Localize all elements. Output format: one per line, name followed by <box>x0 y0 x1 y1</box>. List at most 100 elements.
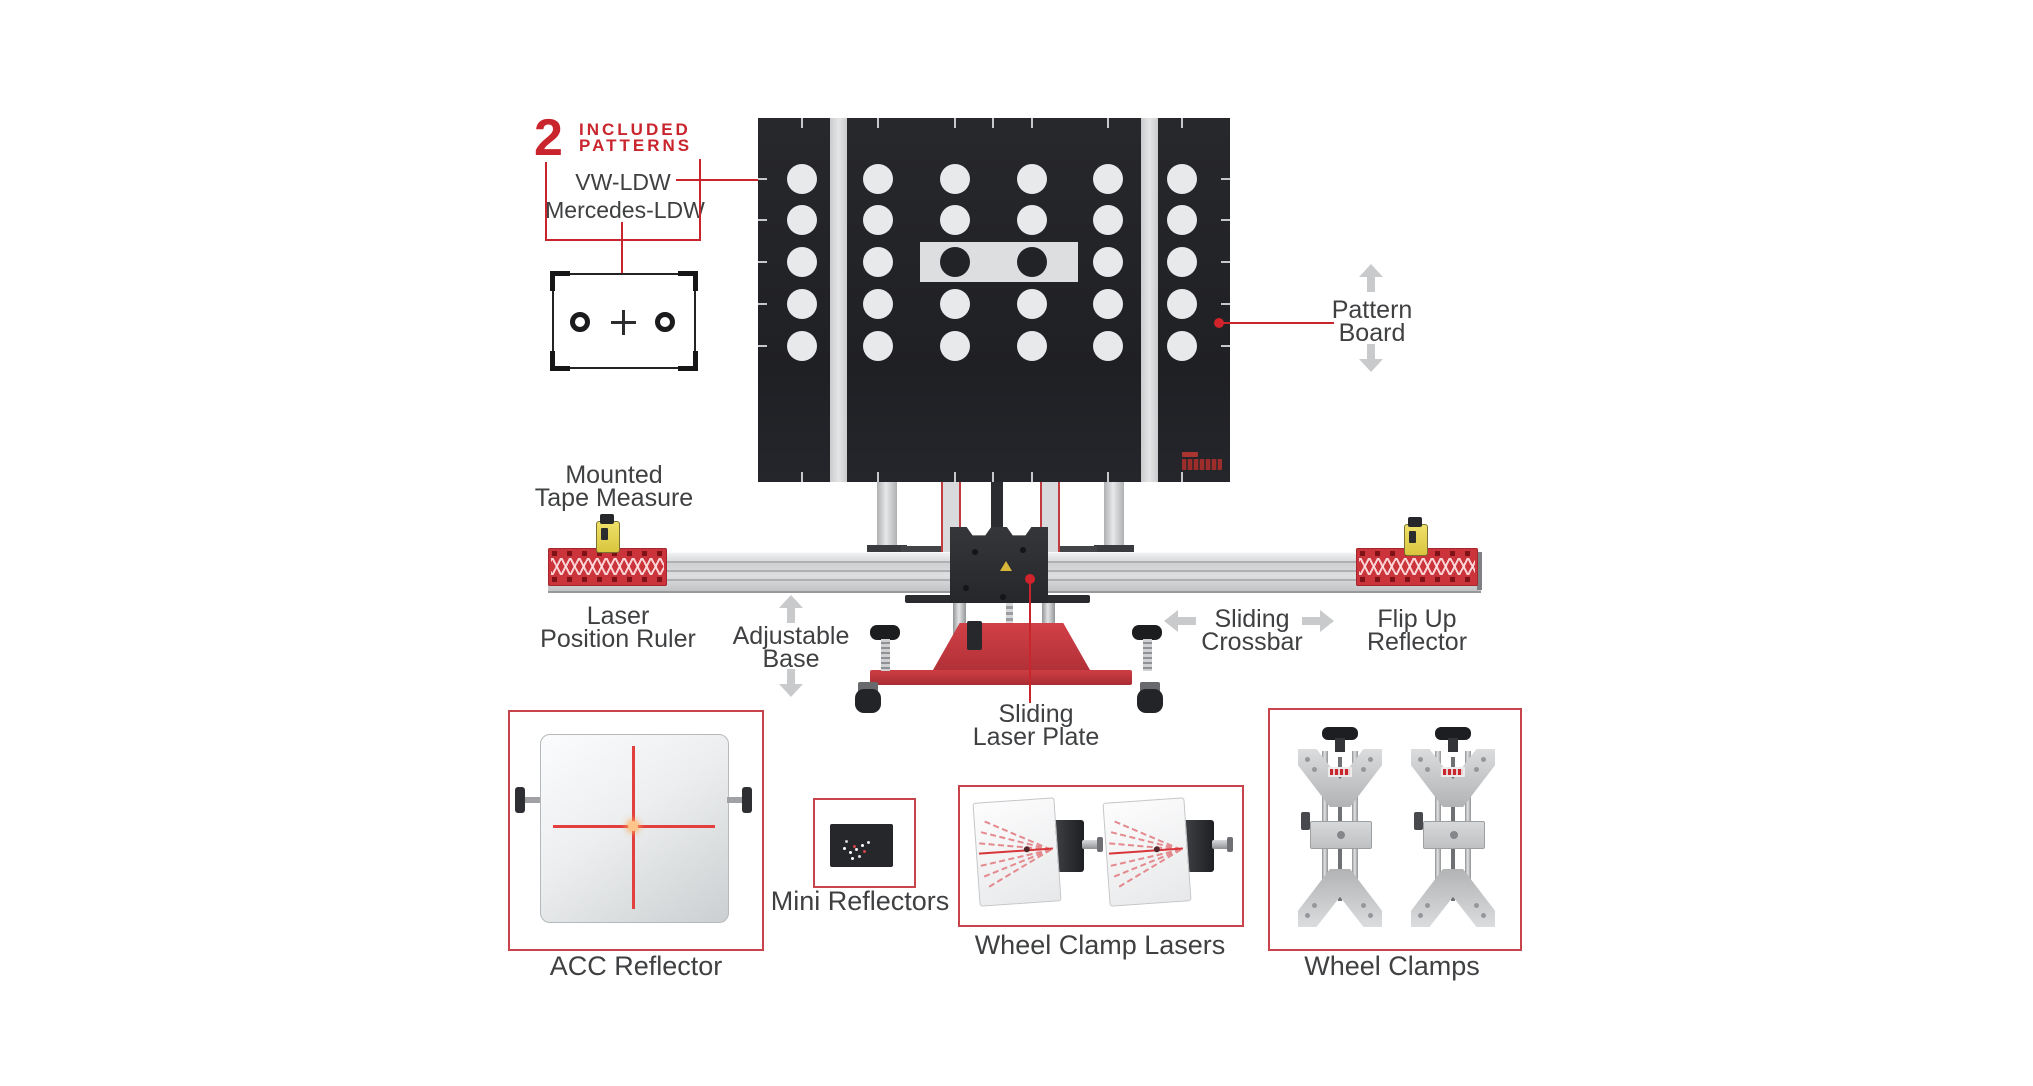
crossbar-end-cap <box>1477 552 1482 590</box>
label-sliding-laser-plate: Sliding Laser Plate <box>973 700 1099 750</box>
included-patterns-count: 2 <box>534 109 563 167</box>
crosshair-plus-icon <box>622 310 625 335</box>
card-corner-mark <box>550 271 570 291</box>
laser-shaft <box>1082 840 1099 849</box>
board-dot <box>940 331 970 361</box>
board-dot <box>1167 164 1197 194</box>
label-line: Sliding <box>1214 605 1290 633</box>
board-dot <box>863 164 893 194</box>
clamp-knob-stem <box>1335 738 1345 752</box>
clamp-brand-logo <box>1441 767 1465 777</box>
board-dot <box>1093 205 1123 235</box>
board-tick <box>954 118 956 128</box>
clamp-bolt-hole <box>1481 913 1486 918</box>
board-tick <box>1031 118 1033 128</box>
label-line: Sliding <box>998 700 1074 728</box>
caster-wheel <box>1137 689 1163 713</box>
clamp-brand-logo <box>1328 767 1352 777</box>
board-leg <box>877 482 897 546</box>
arrow-up-icon <box>1359 264 1383 294</box>
pattern-preview-card <box>550 271 698 371</box>
mercedes-ldw-connector-line <box>621 222 623 282</box>
pattern-board-connector-dot <box>1214 318 1224 328</box>
clamp-bolt-hole <box>1368 757 1373 762</box>
clamp-knob-icon <box>1435 727 1471 740</box>
board-tick <box>801 118 803 128</box>
board-tick <box>1107 472 1109 482</box>
label-line: Board <box>1338 319 1406 347</box>
clamp-lever <box>1301 812 1310 830</box>
calibration-ring-dot <box>655 312 675 332</box>
board-dot <box>1017 331 1047 361</box>
board-brand-logo <box>1182 452 1198 457</box>
clamp-center-dot <box>1450 831 1458 839</box>
label-line: Mounted <box>565 461 663 489</box>
arrow-up-icon <box>779 595 803 625</box>
arrow-left-icon <box>1164 610 1198 632</box>
board-dot-dark <box>1017 247 1047 277</box>
label-line: Adjustable <box>732 622 850 650</box>
board-tick <box>992 118 994 128</box>
reflector-dot <box>851 857 854 860</box>
reflector-dot <box>855 848 858 851</box>
leveling-knob <box>870 625 900 640</box>
board-dot <box>787 289 817 319</box>
plate-hole <box>1020 547 1026 553</box>
board-dot <box>1167 289 1197 319</box>
ruler-tick-row <box>552 577 663 582</box>
board-dot <box>1167 331 1197 361</box>
board-dot <box>863 331 893 361</box>
board-dot <box>940 289 970 319</box>
label-pattern-board: Pattern Board <box>1332 298 1413 347</box>
arrow-down-icon <box>779 667 803 697</box>
label-mounted-tape-measure: Mounted Tape Measure <box>535 461 693 511</box>
board-tick <box>1221 178 1230 180</box>
board-tick <box>758 345 767 347</box>
clamp-knob-icon <box>1322 727 1358 740</box>
board-tick <box>1107 118 1109 128</box>
label-line: Position Ruler <box>540 625 696 653</box>
board-dot <box>940 164 970 194</box>
board-dot <box>787 247 817 277</box>
sliding-laser-plate-connector-dot <box>1025 574 1035 584</box>
board-tick <box>877 472 879 482</box>
reflector-dot <box>863 850 866 853</box>
label-line: Reflector <box>1366 628 1468 656</box>
clamp-bolt-hole <box>1312 767 1317 772</box>
board-dot <box>863 205 893 235</box>
clamp-bolt-hole <box>1368 913 1373 918</box>
board-dot <box>1017 205 1047 235</box>
board-tick <box>758 303 767 305</box>
label-acc-reflector: ACC Reflector <box>549 951 723 981</box>
board-tick <box>758 219 767 221</box>
clamp-knob-stem <box>1448 738 1458 752</box>
laser-shaft-tip <box>1227 837 1233 852</box>
reflector-dot <box>861 844 864 847</box>
arrow-right-icon <box>1300 610 1334 632</box>
board-dot <box>787 164 817 194</box>
board-dot <box>1093 289 1123 319</box>
board-dot <box>787 331 817 361</box>
pattern-name-vw-ldw: VW-LDW <box>575 169 671 195</box>
reflector-dot <box>845 840 848 843</box>
board-dot <box>1017 164 1047 194</box>
board-tick <box>1031 472 1033 482</box>
clamp-center-block <box>1423 821 1485 849</box>
label-flip-up-reflector: Flip Up Reflector <box>1366 605 1468 656</box>
board-tick <box>758 178 767 180</box>
board-tick <box>1221 219 1230 221</box>
wheel-clamp <box>1411 727 1495 927</box>
ruler-zigzag-band <box>551 558 664 575</box>
ruler-tick-row <box>1360 577 1474 582</box>
clamp-bolt-hole <box>1418 757 1423 762</box>
board-dot <box>1093 331 1123 361</box>
warning-triangle-icon <box>1000 561 1012 571</box>
board-tick <box>1221 303 1230 305</box>
label-line: Base <box>762 645 820 673</box>
leveling-knob-stem <box>1143 639 1152 671</box>
vw-ldw-connector-line <box>676 179 766 181</box>
callout-bracket-left-line <box>545 162 547 241</box>
label-line: Flip Up <box>1377 605 1457 633</box>
board-center-post <box>991 482 1003 528</box>
leveling-knob-stem <box>881 639 890 671</box>
